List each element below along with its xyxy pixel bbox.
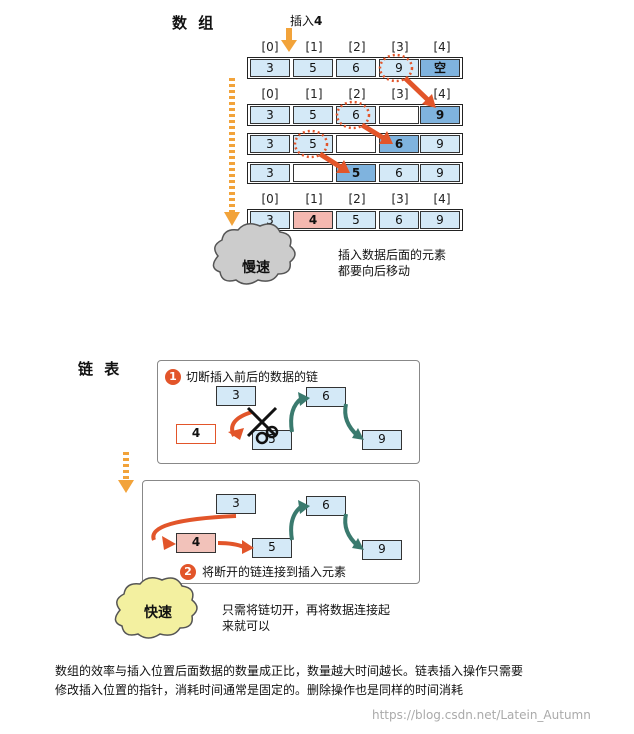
array-title: 数 组: [172, 14, 217, 32]
array-note-line1: 插入数据后面的元素: [338, 248, 447, 262]
list-node: 3: [216, 386, 256, 406]
list-note-line2: 来就可以: [222, 619, 271, 633]
index-label: [0]: [261, 40, 279, 54]
index-label: [0]: [261, 87, 279, 101]
index-label: [4]: [433, 40, 451, 54]
array-row-2: 3 5 6 9: [247, 104, 463, 126]
array-cell-moved: 9: [420, 106, 460, 124]
array-cell: 9: [420, 211, 460, 229]
list-node: 9: [362, 430, 402, 450]
array-cell-empty: 空: [420, 59, 460, 77]
move-arrow-icon: [403, 76, 436, 108]
dotted-circle-marker: [335, 100, 371, 130]
progress-down-arrow-icon: [118, 452, 134, 493]
footer-line1: 数组的效率与插入位置后面数据的数量成正比，数量越大时间越长。链表插入操作只需要: [55, 664, 524, 678]
watermark: https://blog.csdn.net/Latein_Autumn: [372, 708, 591, 722]
slow-label: 慢速: [242, 260, 270, 276]
connect-arrow-icon: [151, 514, 237, 541]
array-cell: 6: [379, 211, 419, 229]
scissors-icon: [246, 406, 279, 445]
fast-label: 快速: [144, 605, 172, 621]
dotted-circle-marker: [378, 53, 414, 83]
list-node: 9: [362, 540, 402, 560]
list-arrows: [114, 392, 364, 639]
step1-number-icon: 1: [165, 369, 181, 385]
move-arrow-icon: [360, 122, 393, 144]
list-node-inserted: 4: [176, 533, 216, 553]
insert-value: 4: [314, 14, 323, 28]
array-cell: 6: [379, 164, 419, 182]
index-label: [0]: [261, 192, 279, 206]
index-label: [1]: [305, 192, 323, 206]
array-cell: 3: [250, 135, 290, 153]
list-node: 3: [216, 494, 256, 514]
list-node: 5: [252, 538, 292, 558]
insert-down-arrow-icon: [281, 28, 297, 52]
connect-arrow-icon: [217, 541, 245, 549]
array-row-5: 3 4 5 6 9: [247, 209, 463, 231]
array-row-1: 3 5 6 9 空: [247, 57, 463, 79]
move-arrow-icon: [318, 151, 350, 173]
index-label: [3]: [391, 87, 409, 101]
index-label: [2]: [348, 40, 366, 54]
array-cell: 5: [293, 106, 333, 124]
list-node-new: 4: [176, 424, 216, 444]
array-cell: [293, 164, 333, 182]
fast-cloud-icon: [114, 577, 198, 639]
array-cell-inserted: 4: [293, 211, 333, 229]
index-label: [2]: [348, 192, 366, 206]
index-label: [4]: [433, 87, 451, 101]
index-label: [3]: [391, 192, 409, 206]
step2-text: 将断开的链连接到插入元素: [202, 565, 347, 579]
index-label: [1]: [305, 87, 323, 101]
array-cell: 3: [250, 59, 290, 77]
array-cell: 9: [420, 135, 460, 153]
array-cell: 9: [379, 59, 419, 77]
slow-cloud-icon: [212, 223, 296, 285]
array-cell: 3: [250, 106, 290, 124]
index-label: [1]: [305, 40, 323, 54]
footer-line2: 修改插入位置的指针，消耗时间通常是固定的。删除操作也是同样的时间消耗: [55, 683, 464, 697]
array-row-3: 3 5 6 9: [247, 133, 463, 155]
array-cell: 3: [250, 164, 290, 182]
array-cell: 5: [293, 59, 333, 77]
array-cell: 5: [293, 135, 333, 153]
array-cell: [336, 135, 376, 153]
list-note-line1: 只需将链切开，再将数据连接起: [222, 603, 391, 617]
index-label: [2]: [348, 87, 366, 101]
array-cell: 6: [336, 59, 376, 77]
dotted-circle-marker: [293, 129, 329, 159]
step2-number-icon: 2: [180, 564, 196, 580]
array-row-4: 3 5 6 9: [247, 162, 463, 184]
index-label: [3]: [391, 40, 409, 54]
array-cell: 9: [420, 164, 460, 182]
progress-down-arrow-icon: [224, 78, 240, 226]
array-cell: [379, 106, 419, 124]
insert-label: 插入4: [290, 12, 322, 29]
list-title: 链 表: [78, 360, 123, 378]
step1-text: 切断插入前后的数据的链: [186, 370, 319, 384]
index-label: [4]: [433, 192, 451, 206]
array-arrows: [212, 28, 436, 285]
array-cell: 5: [336, 211, 376, 229]
insert-label-text: 插入: [290, 14, 315, 28]
array-note-line2: 都要向后移动: [338, 264, 411, 278]
